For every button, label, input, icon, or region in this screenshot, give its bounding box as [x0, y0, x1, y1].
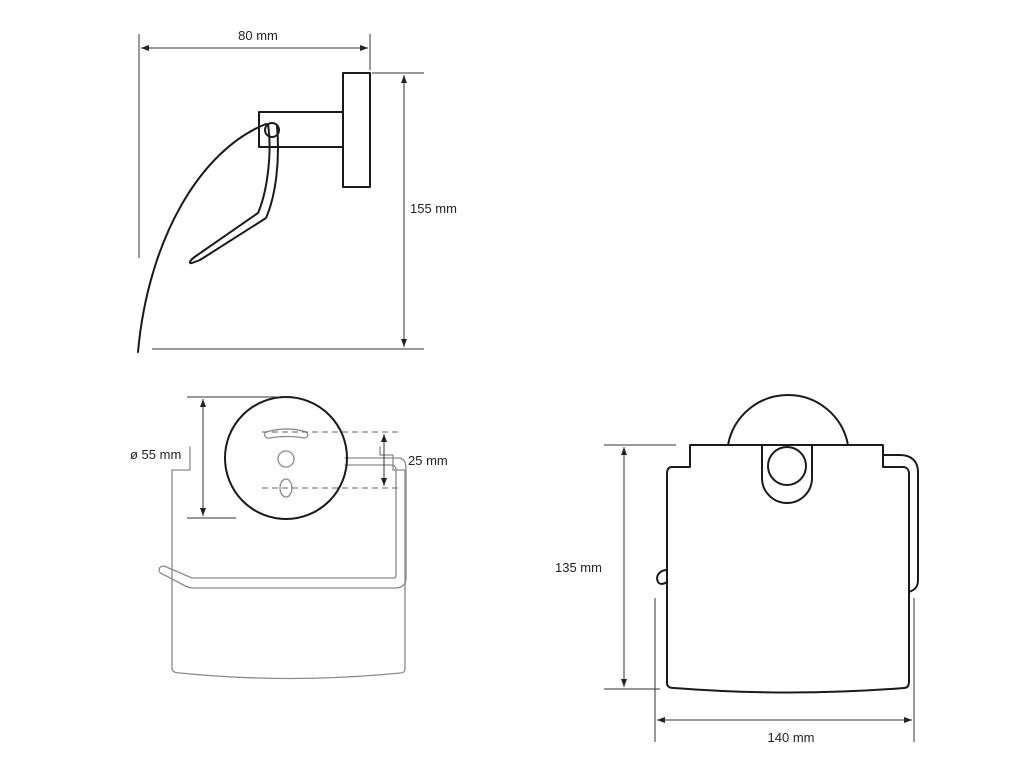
arrow-head [401, 75, 407, 83]
top-view: ø 55 mm 25 mm [130, 396, 448, 680]
front-side-arm [882, 454, 919, 593]
front-view: 135 mm 140 mm [555, 394, 919, 745]
front-hinge [767, 446, 807, 486]
arrow-head [200, 508, 206, 516]
side-cover-curve [137, 123, 267, 353]
front-cover [666, 444, 910, 694]
front-wall-rosette [727, 394, 849, 446]
top-rod-ghost [158, 457, 407, 589]
mount-hole [277, 450, 295, 468]
arrow-head [200, 399, 206, 407]
side-height-label: 155 mm [410, 201, 457, 216]
side-view: 80 mm 155 mm [137, 28, 457, 353]
arrow-head [621, 447, 627, 455]
arrow-head [381, 434, 387, 442]
side-wall-plate [342, 72, 371, 188]
side-arm [258, 111, 344, 148]
arrow-head [904, 717, 912, 723]
front-height-label: 135 mm [555, 560, 602, 575]
side-rod [188, 123, 279, 265]
arrow-head [381, 478, 387, 486]
front-width-label: 140 mm [768, 730, 815, 745]
front-tab [656, 569, 668, 585]
side-width-label: 80 mm [238, 28, 278, 43]
arrow-head [401, 339, 407, 347]
arrow-head [621, 679, 627, 687]
front-keyhole [761, 444, 813, 504]
arrow-head [141, 45, 149, 51]
arrow-head [657, 717, 665, 723]
depth-label: 25 mm [408, 453, 448, 468]
top-cover-ghost [171, 446, 406, 680]
side-pivot [264, 122, 280, 138]
diameter-label: ø 55 mm [130, 447, 181, 462]
top-wall-plate [224, 396, 348, 520]
arrow-head [360, 45, 368, 51]
mount-slot [263, 428, 309, 439]
